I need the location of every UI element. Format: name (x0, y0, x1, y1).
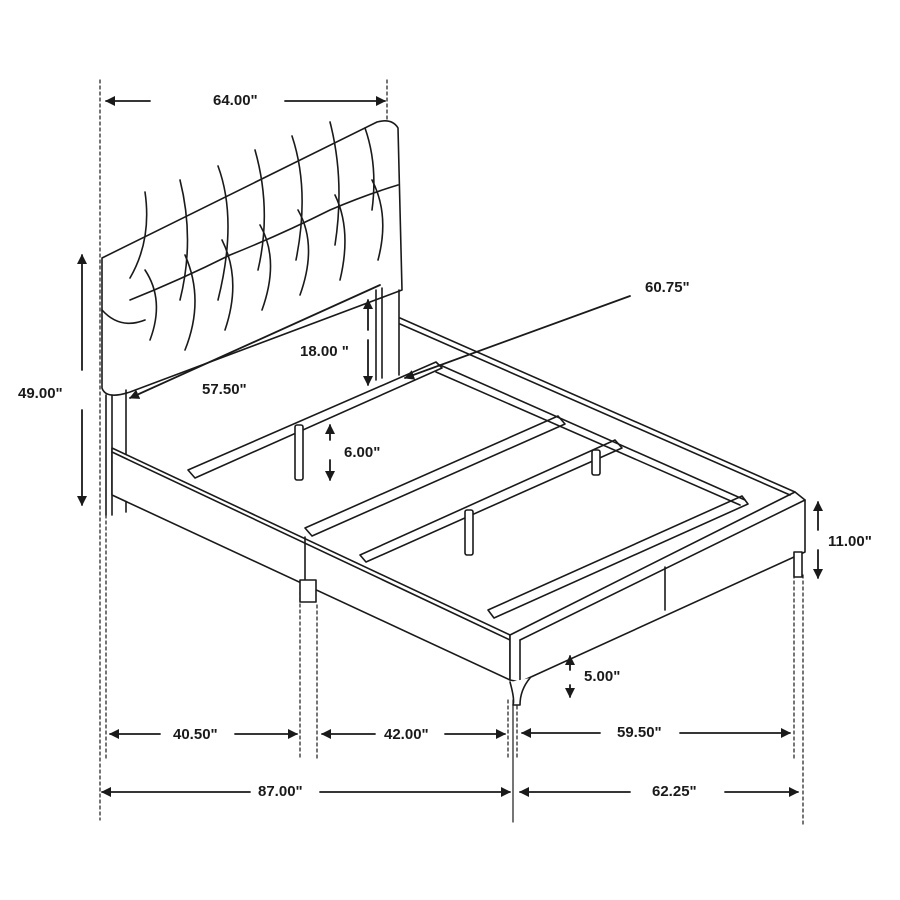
dim-overall-length: 87.00" (258, 783, 303, 800)
dim-footboard-height: 11.00" (828, 533, 872, 550)
slats (187, 361, 749, 619)
headboard (101, 120, 403, 516)
dim-segment-middle: 42.00" (384, 726, 429, 743)
dim-center-support-height: 6.00" (344, 444, 381, 461)
center-supports (294, 424, 803, 706)
extension-lines (99, 79, 804, 826)
dim-diagonal: 60.75" (645, 279, 690, 296)
side-rail-left (111, 447, 511, 681)
dim-segment-left: 40.50" (173, 726, 218, 743)
dim-headboard-clearance: 18.00 " (300, 343, 349, 360)
side-rail-right (399, 317, 796, 496)
dim-leg-height: 5.00" (584, 668, 621, 685)
dimension-arrows (77, 96, 823, 797)
dim-overall-height: 49.00" (18, 385, 63, 402)
dim-headboard-panel-width: 57.50" (202, 381, 247, 398)
dim-headboard-width: 64.00" (213, 92, 258, 109)
dim-segment-right: 59.50" (617, 724, 662, 741)
dim-overall-width: 62.25" (652, 783, 697, 800)
